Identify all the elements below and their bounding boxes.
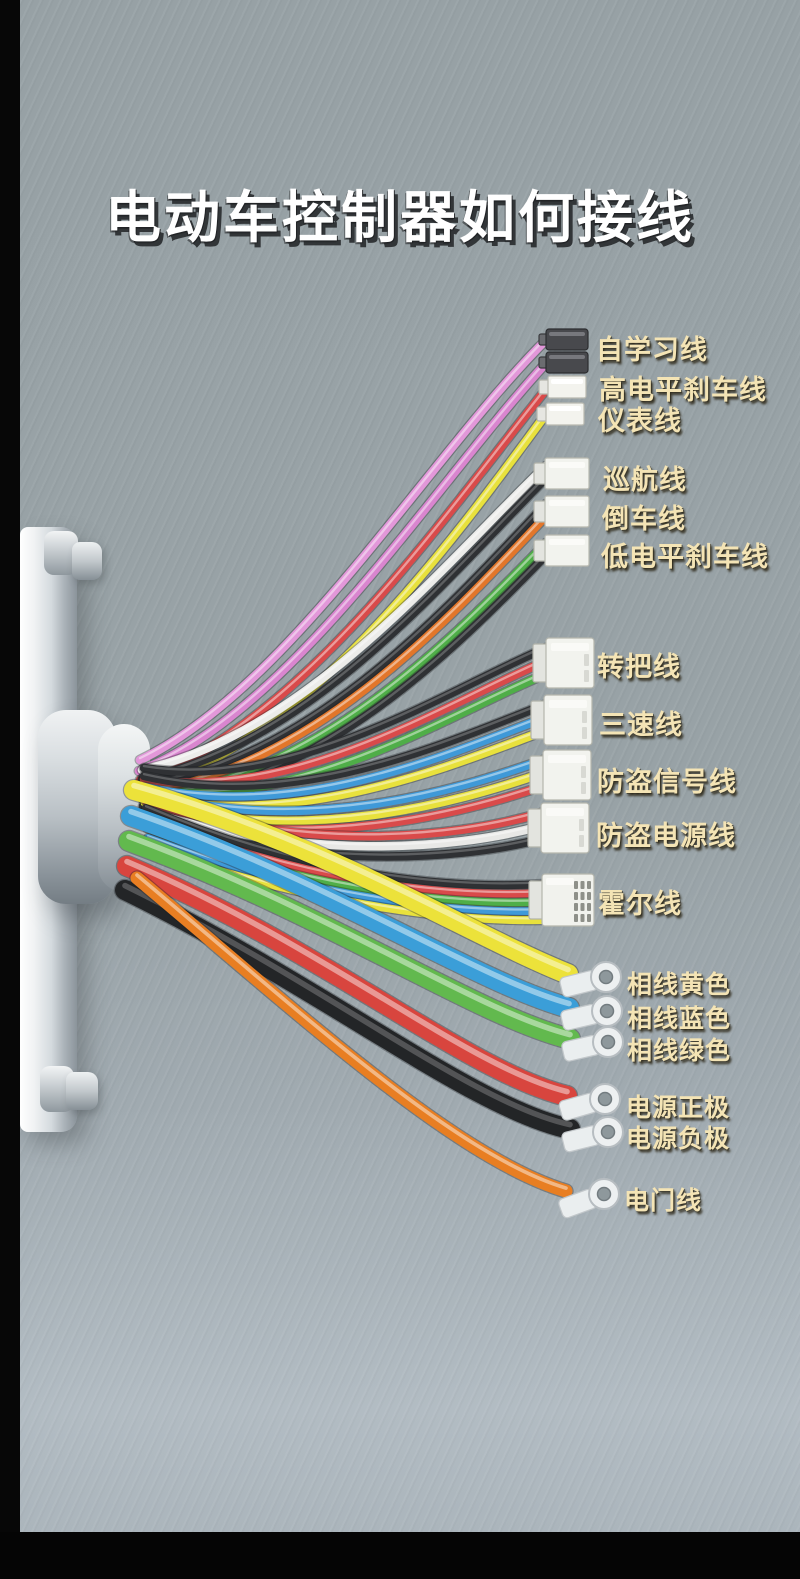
connector-medium-plug-reverse — [533, 495, 590, 528]
connector-ring-phase-blue — [560, 995, 623, 1031]
connector-large-plug-three-speed — [530, 694, 593, 746]
wire-phase-yellow — [122, 778, 580, 986]
connector-small-plug-instrument — [536, 402, 585, 426]
connector-ring-phase-yellow — [559, 961, 622, 998]
wire-label-power-negative: 电源负极 — [626, 1124, 731, 1153]
connector-hall-plug-hall — [528, 873, 595, 927]
connector-dark-plug-self-learning — [538, 328, 589, 351]
wire-phase-green — [117, 829, 582, 1051]
wire-self-learning — [133, 333, 553, 777]
wire-label-phase-yellow: 相线黄色 — [627, 970, 732, 999]
mounting-bolt-bottom-cap — [66, 1072, 98, 1110]
wire-label-ignition: 电门线 — [624, 1186, 703, 1215]
wire-label-power-positive: 电源正极 — [626, 1093, 731, 1122]
wire-label-anti-theft-signal: 防盗信号线 — [597, 767, 737, 798]
connector-ring-power-negative — [561, 1116, 624, 1153]
wire-label-high-level-brake: 高电平刹车线 — [599, 375, 767, 406]
wire-label-throttle-handle: 转把线 — [597, 652, 681, 683]
wire-label-self-learning: 自学习线 — [596, 335, 708, 366]
wire-label-instrument: 仪表线 — [598, 406, 682, 437]
connector-large-plug-throttle-handle — [532, 637, 595, 689]
connector-small-plug-high-level-brake — [538, 375, 587, 399]
wire-power-positive — [115, 854, 579, 1108]
wire-label-low-level-brake: 低电平刹车线 — [601, 542, 769, 573]
connector-ring-phase-green — [561, 1026, 624, 1062]
connector-ring-ignition — [558, 1178, 620, 1219]
wire-label-phase-green: 相线绿色 — [627, 1036, 732, 1065]
connector-medium-plug-low-level-brake — [533, 534, 590, 567]
wire-label-hall: 霍尔线 — [598, 889, 682, 920]
frame-bottom-band — [0, 1532, 800, 1579]
wire-label-three-speed: 三速线 — [599, 710, 683, 741]
wire-ignition — [129, 870, 574, 1199]
wire-label-phase-blue: 相线蓝色 — [627, 1004, 732, 1033]
wire-phase-blue — [119, 804, 581, 1020]
wire-label-anti-theft-power: 防盗电源线 — [596, 821, 736, 852]
connector-ring-power-positive — [558, 1083, 621, 1121]
connector-medium-plug-cruise — [533, 457, 590, 490]
page-title: 电动车控制器如何接线 — [105, 186, 695, 251]
wire-label-cruise: 巡航线 — [603, 465, 687, 496]
wire-cruise — [136, 460, 552, 785]
mounting-bolt-top-cap — [72, 542, 102, 580]
frame-left-strip — [0, 0, 20, 1579]
connector-dark-plug-self-learning — [538, 351, 589, 374]
connector-large-plug-anti-theft-signal — [529, 749, 592, 801]
connector-large-plug-anti-theft-power — [527, 802, 590, 854]
wire-label-reverse: 倒车线 — [602, 504, 686, 535]
